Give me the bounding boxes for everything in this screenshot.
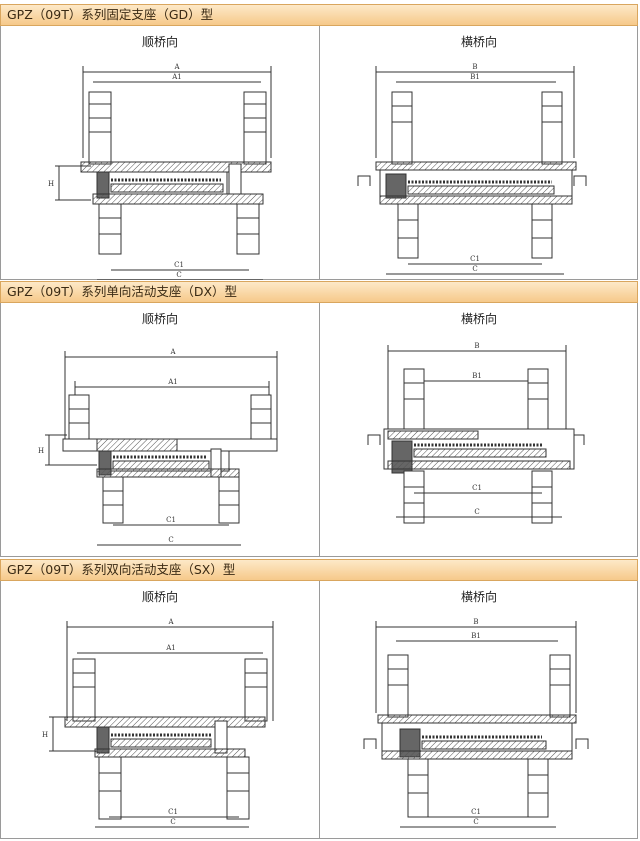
panel-title: 横桥向 bbox=[460, 35, 497, 49]
label-B: B bbox=[473, 618, 478, 626]
drawing-longitudinal: A A1 H C1 C bbox=[48, 63, 272, 280]
label-B: B bbox=[472, 63, 477, 71]
section-title: GPZ（09T）系列单向活动支座（DX）型 bbox=[0, 281, 638, 303]
drawing-geometry bbox=[367, 345, 585, 524]
label-A1: A1 bbox=[165, 644, 176, 652]
label-C: C bbox=[176, 271, 181, 279]
label-A1: A1 bbox=[171, 73, 182, 81]
drawing-geometry bbox=[357, 66, 587, 275]
drawing-transverse: B B1 C1 C bbox=[357, 63, 587, 275]
label-C1: C1 bbox=[166, 516, 176, 524]
drawing-longitudinal: A A1 H C1 C bbox=[42, 618, 274, 828]
drawing-geometry bbox=[55, 66, 272, 280]
label-B1: B1 bbox=[471, 632, 481, 640]
panel-transverse: 横桥向 bbox=[320, 26, 638, 279]
label-C: C bbox=[473, 818, 478, 826]
label-A: A bbox=[173, 63, 180, 71]
label-C: C bbox=[170, 818, 175, 826]
label-C1: C1 bbox=[168, 808, 178, 816]
label-A: A bbox=[167, 618, 174, 626]
drawing-geometry bbox=[45, 351, 278, 546]
drawing-longitudinal: A A1 H C1 C bbox=[38, 348, 278, 546]
label-C1: C1 bbox=[470, 255, 480, 263]
panel-title: 横桥向 bbox=[460, 590, 497, 604]
label-H: H bbox=[48, 180, 54, 188]
panel-title: 横桥向 bbox=[460, 312, 497, 326]
label-H: H bbox=[38, 447, 44, 455]
section-title: GPZ（09T）系列固定支座（GD）型 bbox=[0, 4, 638, 26]
panel-title: 顺桥向 bbox=[141, 590, 178, 604]
label-C: C bbox=[474, 508, 479, 516]
panel-title: 顺桥向 bbox=[141, 35, 178, 49]
label-C: C bbox=[168, 536, 173, 544]
label-A1: A1 bbox=[167, 378, 178, 386]
drawing-geometry bbox=[363, 621, 589, 828]
label-C: C bbox=[472, 265, 477, 273]
label-C1: C1 bbox=[472, 484, 482, 492]
label-B1: B1 bbox=[470, 73, 480, 81]
section-body: 顺桥向 bbox=[0, 581, 638, 839]
label-B1: B1 bbox=[472, 372, 482, 380]
label-B: B bbox=[474, 342, 479, 350]
label-A: A bbox=[169, 348, 176, 356]
panel-transverse: 横桥向 bbox=[320, 303, 638, 556]
section-body: 顺桥向 bbox=[0, 303, 638, 557]
label-C1: C1 bbox=[471, 808, 481, 816]
panel-longitudinal: 顺桥向 bbox=[1, 26, 320, 280]
label-H: H bbox=[42, 731, 48, 739]
label-C1: C1 bbox=[174, 261, 184, 269]
panel-title: 顺桥向 bbox=[141, 312, 178, 326]
drawing-transverse: B B1 C1 C bbox=[363, 618, 589, 828]
panel-transverse: 横桥向 bbox=[320, 581, 638, 838]
drawing-geometry bbox=[49, 621, 274, 828]
drawing-transverse: B B1 C1 C bbox=[367, 342, 585, 524]
panel-longitudinal: 顺桥向 bbox=[1, 303, 320, 556]
panel-longitudinal: 顺桥向 bbox=[1, 581, 320, 838]
section-title: GPZ（09T）系列双向活动支座（SX）型 bbox=[0, 559, 638, 581]
section-body: 顺桥向 bbox=[0, 26, 638, 280]
